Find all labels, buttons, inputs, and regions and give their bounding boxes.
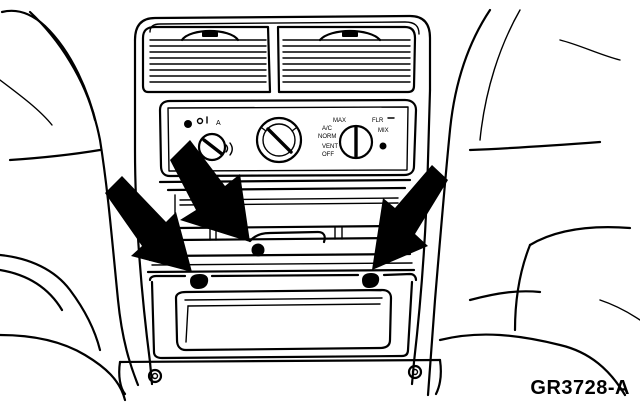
fan-speed-knob: A [184,116,233,162]
bezel-screw-center [251,243,265,257]
arrow-right [372,165,448,270]
svg-text:A: A [216,120,221,127]
center-stack-housing [118,14,442,396]
svg-text:OFF: OFF [322,152,334,158]
mounting-boss-left [147,368,163,384]
figure-label: GR3728-A [530,377,630,399]
bezel-screw-right [362,273,380,288]
arrow-center [170,140,250,242]
temperature-knob [255,116,303,164]
mode-selector-knob: MAX A/C NORM VENT OFF FLR MIX [318,117,395,160]
air-vent-left [141,25,272,94]
lower-storage-bin [148,272,418,360]
climate-control-panel [158,98,418,178]
svg-text:NORM: NORM [318,134,336,140]
air-vent-right [276,25,417,94]
svg-text:MIX: MIX [378,128,389,134]
mounting-boss-right [407,364,423,380]
svg-text:FLR: FLR [372,118,384,124]
svg-text:VENT: VENT [322,144,338,150]
dashboard-outline [0,8,640,402]
svg-text:MAX: MAX [333,118,346,124]
arrow-left [105,176,192,272]
svg-text:A/C: A/C [322,126,333,132]
bezel-screw-left [190,274,209,289]
